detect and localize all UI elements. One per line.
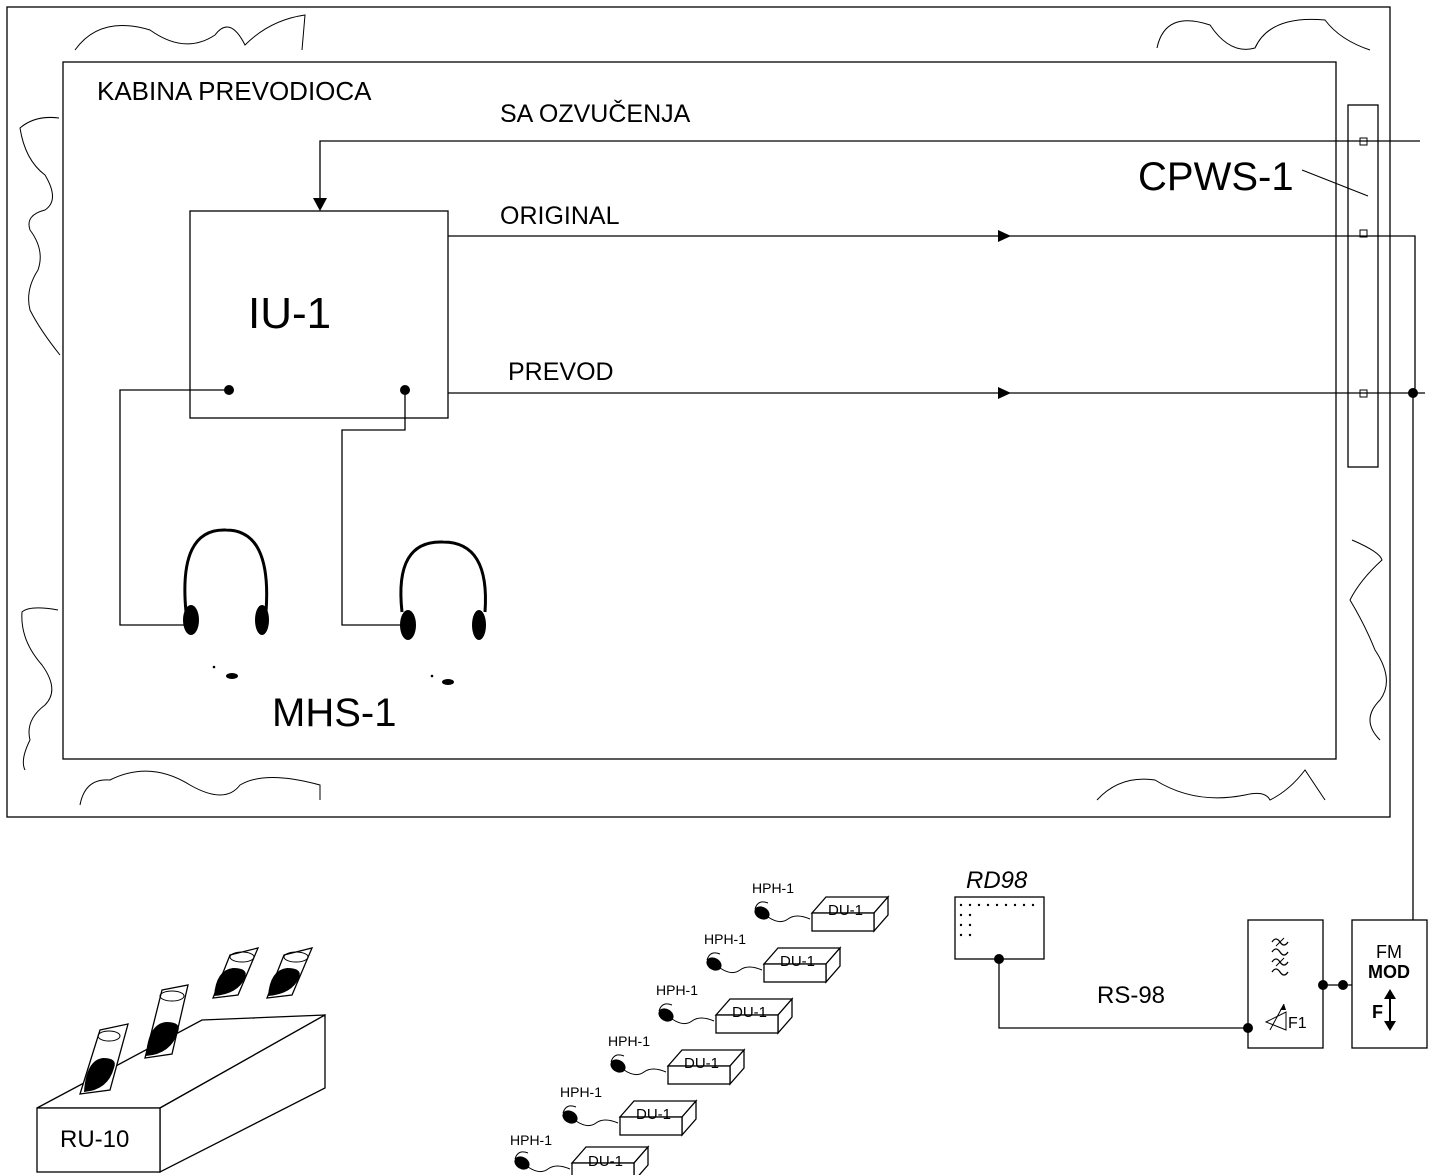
booth-title: KABINA PREVODIOCA xyxy=(97,76,372,106)
decorative-waves xyxy=(19,14,1387,806)
pa-arrow xyxy=(313,198,327,211)
original-arrow xyxy=(998,230,1011,242)
headset-wire-left xyxy=(119,389,229,626)
filter-icon xyxy=(1271,937,1289,976)
hall-frame xyxy=(6,6,1391,818)
filter-input-port xyxy=(1243,1023,1253,1033)
cpws-socket-original xyxy=(1359,229,1368,238)
remote-unit-label: RU-10 xyxy=(60,1126,129,1153)
earpiece-icon xyxy=(559,1105,619,1127)
remote-unit: RU-10 xyxy=(36,947,326,1174)
du-label: DU-1 xyxy=(828,902,863,919)
du-label: DU-1 xyxy=(732,1004,767,1021)
du-label: DU-1 xyxy=(588,1153,623,1170)
signal-original: ORIGINAL xyxy=(500,202,620,230)
headphones-icon xyxy=(399,540,487,685)
rs98-line xyxy=(998,959,1248,1029)
hph-label: HPH-1 xyxy=(656,982,698,998)
earpiece-icon xyxy=(511,1151,571,1173)
hph-label: HPH-1 xyxy=(704,931,746,947)
interpreter-unit xyxy=(189,210,449,419)
headphones-icon xyxy=(183,528,269,679)
booth-frame xyxy=(62,61,1337,760)
prevod-arrow xyxy=(998,387,1011,399)
du-label: DU-1 xyxy=(684,1055,719,1072)
earpiece-icon xyxy=(703,952,763,974)
earpiece-icon xyxy=(751,901,811,923)
rd98-unit xyxy=(954,896,1045,960)
hph-label: HPH-1 xyxy=(752,880,794,896)
hph-label: HPH-1 xyxy=(608,1033,650,1049)
cpws-strip xyxy=(1347,104,1379,468)
tuning-arrow-icon xyxy=(1264,1003,1287,1031)
interpreter-unit-label: IU-1 xyxy=(248,289,331,338)
du-label: DU-1 xyxy=(780,953,815,970)
original-line xyxy=(448,235,1416,393)
fm-label: FM xyxy=(1376,942,1402,962)
headset-wire-right xyxy=(341,390,406,626)
cpws-leader xyxy=(1301,169,1369,197)
signal-prevod: PREVOD xyxy=(508,358,614,386)
headsets-label: MHS-1 xyxy=(272,691,396,735)
pa-signal-line xyxy=(319,140,1420,200)
earpiece-icon xyxy=(607,1054,667,1076)
freq-label: F xyxy=(1372,1002,1383,1022)
mod-label: MOD xyxy=(1368,962,1410,982)
receiver-chain: HPH-1 DU-1 HPH-1 DU-1 HPH-1 DU-1 HPH-1 D… xyxy=(510,880,889,1175)
rs98-label: RS-98 xyxy=(1097,982,1165,1009)
hph-label: HPH-1 xyxy=(560,1084,602,1100)
signal-from-pa: SA OZVUČENJA xyxy=(500,99,691,128)
frequency-arrow-icon xyxy=(1384,989,1396,1031)
rd98-dots xyxy=(959,903,1035,937)
mod-input-port xyxy=(1338,980,1348,990)
rd98-title: RD98 xyxy=(966,867,1028,894)
cpws-label: CPWS-1 xyxy=(1138,155,1294,199)
du-label: DU-1 xyxy=(636,1106,671,1123)
earpiece-icon xyxy=(655,1003,715,1025)
hph-label: HPH-1 xyxy=(510,1132,552,1148)
filter-label: F1 xyxy=(1288,1015,1307,1032)
